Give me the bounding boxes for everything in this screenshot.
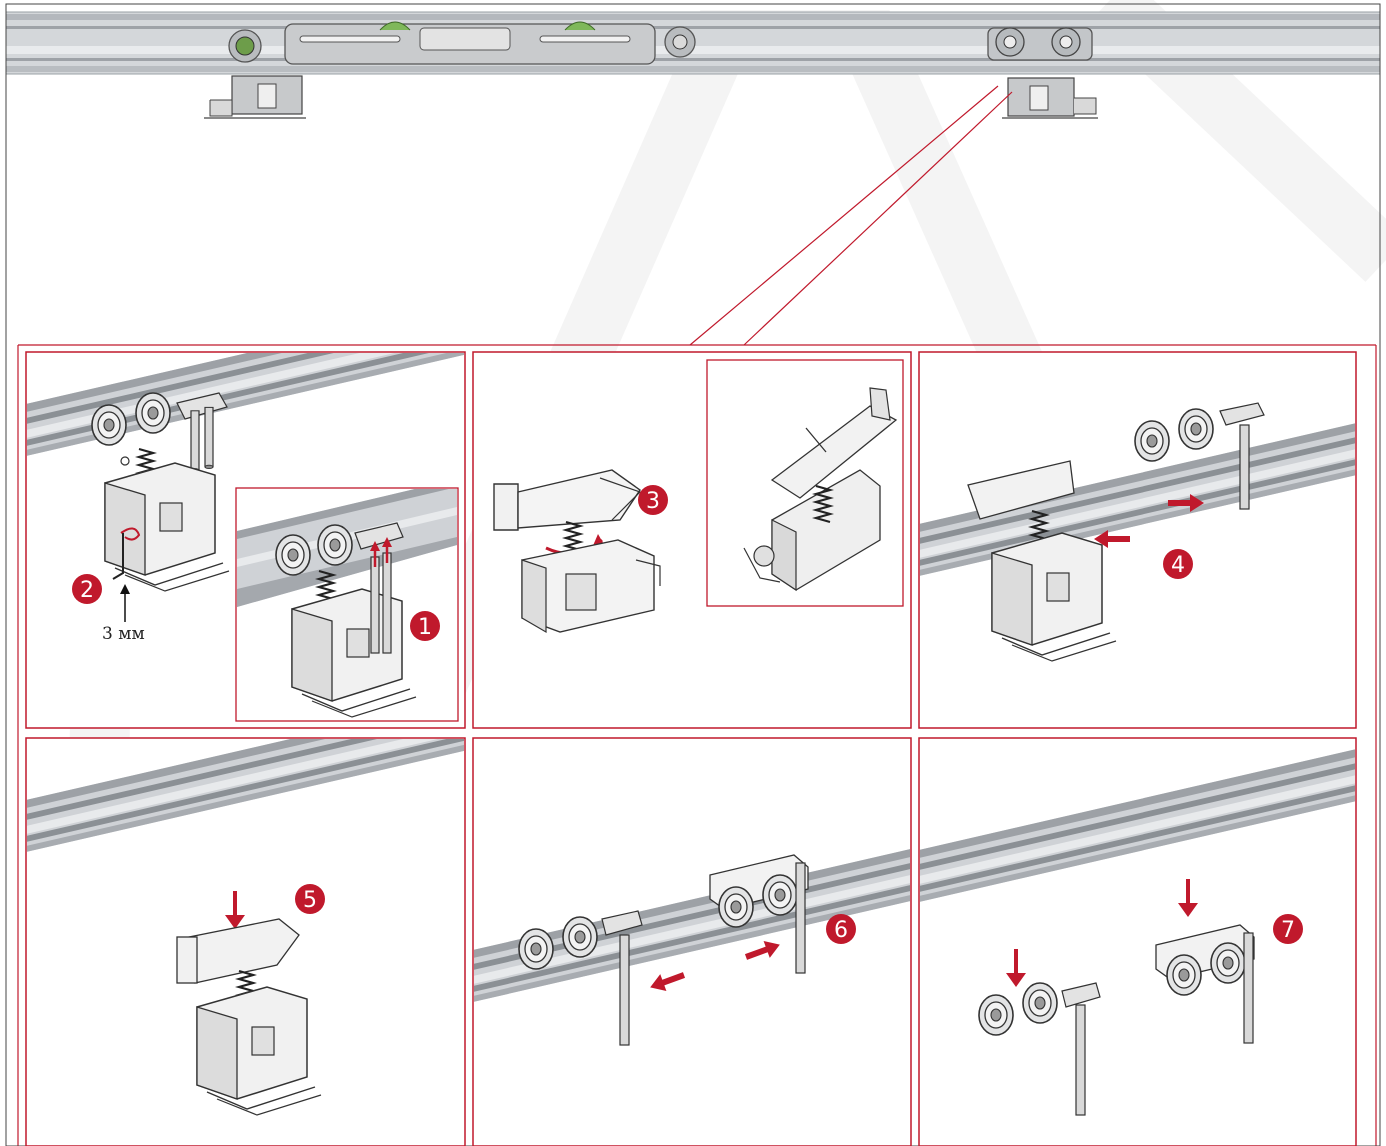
panel-3: 4	[918, 351, 1357, 729]
step-badge-3: 3	[638, 485, 668, 515]
right-roller-carriage-icon	[987, 27, 1098, 119]
left-carriage-with-damper-icon	[204, 21, 696, 119]
step-badge-2: 2	[72, 574, 102, 604]
step-badge-5: 5	[295, 884, 325, 914]
panel-1: 3 мм 2	[25, 351, 466, 729]
step-number: 6	[834, 918, 848, 943]
step-number: 3	[646, 489, 660, 514]
step-number: 2	[80, 578, 94, 603]
step-number: 1	[418, 615, 432, 640]
step-number: 4	[1171, 553, 1185, 578]
step-number: 5	[303, 888, 317, 913]
tool-size-label: 3 мм	[102, 624, 145, 644]
step-badge-1: 1	[410, 611, 440, 641]
panel-5: 6	[472, 737, 912, 1146]
panel-1-inset: 1	[235, 487, 459, 722]
adjuster-assembly	[493, 469, 661, 634]
panel-2: 3	[472, 351, 912, 729]
step-badge-6: 6	[826, 914, 856, 944]
step-number: 7	[1281, 918, 1295, 943]
step-badge-4: 4	[1163, 549, 1193, 579]
panel-4: 5	[25, 737, 466, 1146]
callout-lines	[17, 85, 1377, 1146]
step-badge-7: 7	[1273, 914, 1303, 944]
panel-6: 7	[918, 737, 1357, 1146]
panel-2-inset	[706, 359, 904, 607]
hex-key-tool-arrow	[120, 584, 130, 622]
page-frame	[5, 3, 1381, 1146]
